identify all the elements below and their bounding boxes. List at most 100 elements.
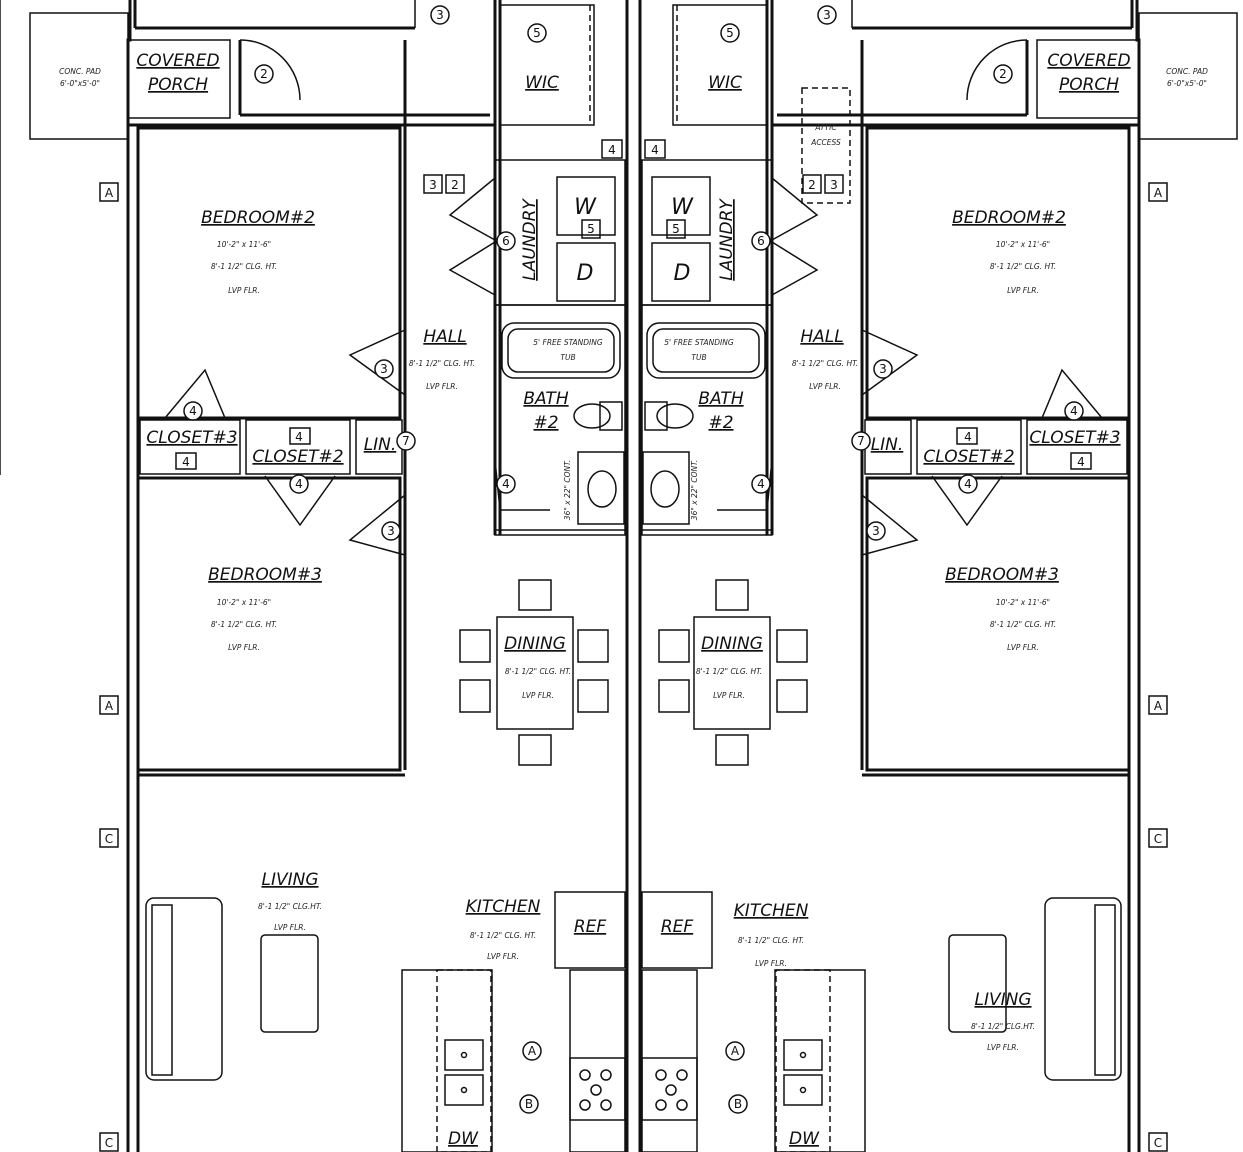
left-kitchen-label: KITCHEN xyxy=(466,897,541,917)
left-closet2-label: CLOSET#2 xyxy=(252,447,343,467)
right-door-tag-closet3: 4 xyxy=(1070,404,1078,418)
right-tub-label: 5' FREE STANDING xyxy=(664,338,734,347)
right-dining-label: DINING xyxy=(701,634,763,654)
left-door-tag-bed3-marker xyxy=(381,521,401,541)
left-window-tag-c1: C xyxy=(105,832,113,846)
right-laundry-label: LAUNDRY xyxy=(717,198,737,281)
left-kitchen-marker-b: B xyxy=(525,1097,533,1111)
left-tub-label: 5' FREE STANDING xyxy=(533,338,603,347)
left-conc-pad-label: CONC. PAD xyxy=(59,67,101,76)
right-closet2-label: CLOSET#2 xyxy=(923,447,1014,467)
unit-right xyxy=(640,0,1239,1152)
left-kitchen-marker-a: A xyxy=(528,1044,537,1058)
right-closet3-label: CLOSET#3 xyxy=(1029,428,1120,448)
left-bedroom3-note-1: 8'-1 1/2" CLG. HT. xyxy=(211,620,277,629)
right-dishwasher-label: DW xyxy=(789,1129,820,1149)
left-door-tag-hall-marker xyxy=(374,359,394,379)
right-box-tag-closet2: 4 xyxy=(964,430,972,444)
left-door-tag-porch-marker xyxy=(254,64,274,84)
right-door-tag-closet2-marker xyxy=(958,474,978,494)
left-dining-label: DINING xyxy=(504,634,566,654)
right-door-tag-bed3-marker xyxy=(866,521,886,541)
right-hall-floor-note: LVP FLR. xyxy=(809,382,841,391)
left-bedroom3-label: BEDROOM#3 xyxy=(208,565,322,585)
right-dining-ceiling-note: 8'-1 1/2" CLG. HT. xyxy=(696,667,762,676)
right-covered-porch-label-2: PORCH xyxy=(1059,75,1119,95)
left-bedroom3-note-2: LVP FLR. xyxy=(228,643,260,652)
left-door-tag-wic-marker xyxy=(527,23,547,43)
right-wic-label: WIC xyxy=(708,73,742,93)
left-living-floor-note: LVP FLR. xyxy=(274,923,306,932)
left-door-tag-wic: 5 xyxy=(533,26,541,40)
left-door-tag-linen-marker xyxy=(396,431,416,451)
left-door-tag-laundry-marker xyxy=(496,231,516,251)
right-bedroom3-label: BEDROOM#3 xyxy=(945,565,1059,585)
left-kitchen-marker-b-marker xyxy=(519,1094,539,1114)
left-door-tag-closet2-marker xyxy=(289,474,309,494)
left-dining-floor-note: LVP FLR. xyxy=(522,691,554,700)
right-kitchen-marker-b-marker xyxy=(728,1094,748,1114)
right-hall-ceiling-note: 8'-1 1/2" CLG. HT. xyxy=(792,359,858,368)
right-kitchen-floor-note: LVP FLR. xyxy=(755,959,787,968)
left-bath-number: #2 xyxy=(533,413,558,433)
left-box-tag-3: 3 xyxy=(429,178,437,192)
left-covered-porch-label-2: PORCH xyxy=(148,75,208,95)
left-bedroom2-note-1: 8'-1 1/2" CLG. HT. xyxy=(211,262,277,271)
right-bedroom2-label: BEDROOM#2 xyxy=(952,208,1066,228)
left-bedroom2-note-0: 10'-2" x 11'-6" xyxy=(217,240,271,249)
left-window-tag-a1: A xyxy=(105,186,114,200)
left-box-tag-2: 2 xyxy=(451,178,459,192)
right-kitchen-marker-a: A xyxy=(731,1044,740,1058)
left-wic-label: WIC xyxy=(525,73,559,93)
left-window-tag-a2: A xyxy=(105,699,114,713)
right-counter-note: 36" x 22" CONT. xyxy=(690,460,699,520)
left-laundry-label: LAUNDRY xyxy=(520,198,540,281)
left-door-tag-porch: 2 xyxy=(260,67,268,81)
right-living-ceiling-note: 8'-1 1/2" CLG.HT. xyxy=(971,1022,1035,1031)
left-covered-porch-label: COVERED xyxy=(136,51,219,71)
attic-access xyxy=(801,87,851,204)
left-box-tag-closet3: 4 xyxy=(182,455,190,469)
right-door-tag-entry-marker xyxy=(817,5,837,25)
right-bedroom2-note-2: LVP FLR. xyxy=(1007,286,1039,295)
left-bedroom3-note-0: 10'-2" x 11'-6" xyxy=(217,598,271,607)
left-kitchen-ceiling-note: 8'-1 1/2" CLG. HT. xyxy=(470,931,536,940)
right-window-tag-a2: A xyxy=(1154,699,1163,713)
right-window-tag-c2: C xyxy=(1154,1136,1162,1150)
left-bedroom2-label: BEDROOM#2 xyxy=(201,208,315,228)
left-dining-ceiling-note: 8'-1 1/2" CLG. HT. xyxy=(505,667,571,676)
left-window-tag-c2: C xyxy=(105,1136,113,1150)
left-closet3-label: CLOSET#3 xyxy=(146,428,237,448)
left-door-tag-hall: 3 xyxy=(380,362,388,376)
right-door-tag-wic: 5 xyxy=(726,26,734,40)
right-door-tag-bed3: 3 xyxy=(872,524,880,538)
right-door-tag-laundry-marker xyxy=(751,231,771,251)
right-door-tag-hall: 3 xyxy=(879,362,887,376)
right-door-tag-wic-marker xyxy=(720,23,740,43)
left-tub-label-2: TUB xyxy=(560,353,575,362)
attic-access-label-2: ACCESS xyxy=(810,138,841,147)
right-window-tag-a1: A xyxy=(1154,186,1163,200)
right-refrigerator-label: REF xyxy=(661,917,694,937)
right-living-label: LIVING xyxy=(974,990,1031,1010)
left-door-tag-linen: 7 xyxy=(402,434,410,448)
right-window-tag-c1: C xyxy=(1154,832,1162,846)
right-living-floor-note: LVP FLR. xyxy=(987,1043,1019,1052)
left-door-tag-closet3-marker xyxy=(183,401,203,421)
right-bedroom3-note-0: 10'-2" x 11'-6" xyxy=(996,598,1050,607)
party-wall xyxy=(625,0,642,1152)
right-bath-number: #2 xyxy=(708,413,733,433)
left-kitchen-marker-a-marker xyxy=(522,1041,542,1061)
left-dishwasher-label: DW xyxy=(448,1129,479,1149)
left-door-tag-closet3: 4 xyxy=(189,404,197,418)
left-kitchen-floor-note: LVP FLR. xyxy=(487,952,519,961)
left-linen-label: LIN. xyxy=(364,435,397,455)
right-tub-label-2: TUB xyxy=(691,353,706,362)
left-hall-ceiling-note: 8'-1 1/2" CLG. HT. xyxy=(409,359,475,368)
right-conc-pad-label: CONC. PAD xyxy=(1166,67,1208,76)
left-door-tag-entry-marker xyxy=(430,5,450,25)
right-door-tag-bath-marker xyxy=(751,474,771,494)
left-box-tag-laundry: 5 xyxy=(587,222,595,236)
right-door-tag-laundry: 6 xyxy=(757,234,765,248)
